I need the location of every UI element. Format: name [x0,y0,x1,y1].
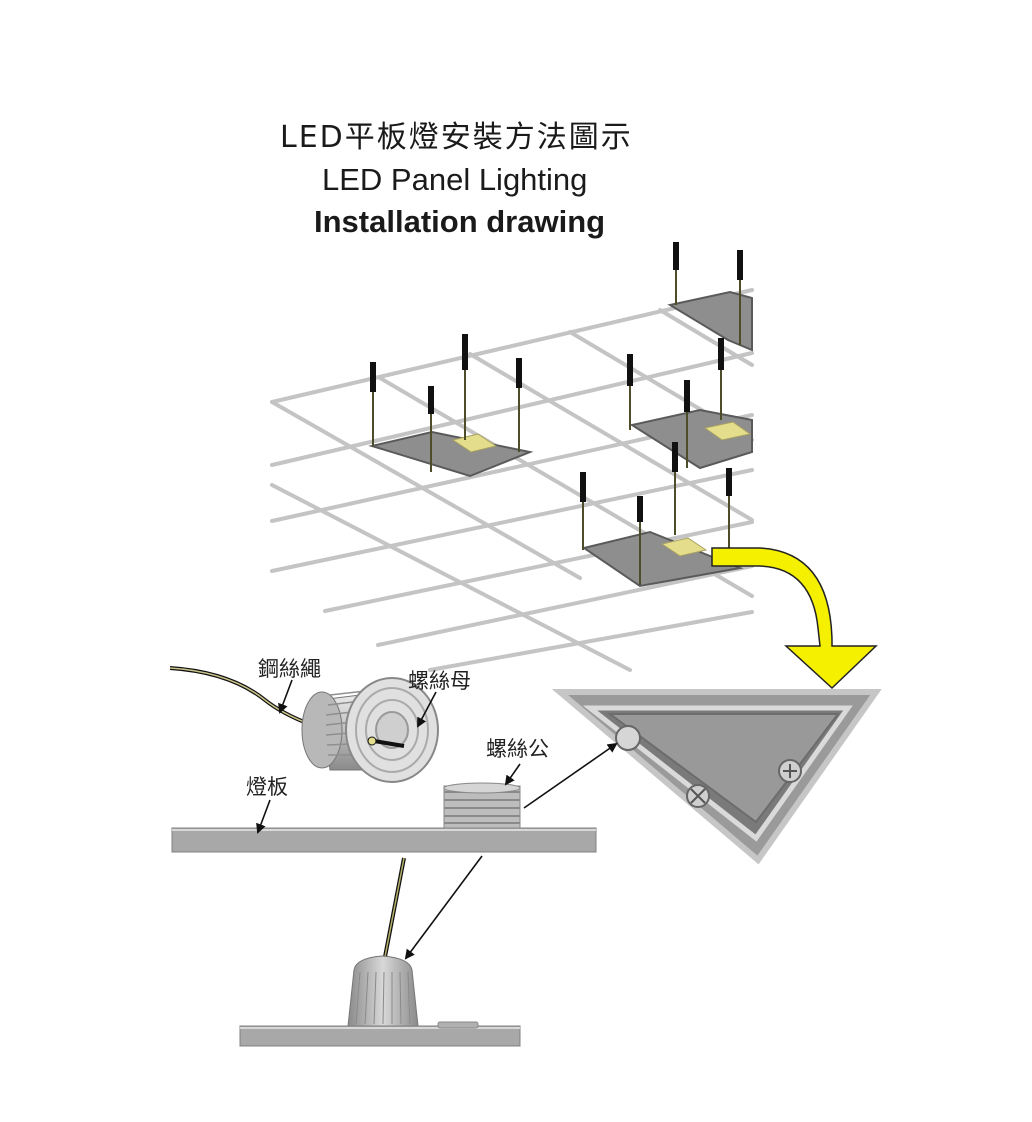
suspension-rods [370,242,743,585]
grid-rails-horizontal [270,288,754,672]
panel-middle-right [629,408,753,470]
label-nut: 螺絲母 [408,669,471,693]
label-steel-wire: 鋼絲繩 [258,657,321,681]
assembled-view [239,857,521,1047]
panel-corner-closeup [551,689,882,865]
panel-front [581,530,744,588]
zoom-arrow [711,547,878,690]
label-screw: 螺絲公 [486,737,549,761]
leader-arrows [256,679,618,960]
title-chinese: LED平板燈安裝方法圖示 [280,120,633,155]
panel-left [368,430,534,478]
title-english-line1: LED Panel Lighting [322,162,588,197]
corner-screws [615,725,802,808]
label-panel: 燈板 [246,775,288,799]
nut-cylinder [301,677,439,783]
threaded-screw [443,782,521,829]
ceiling-grid [270,242,754,672]
panel-top-right [667,290,753,352]
title-english-line2: Installation drawing [314,204,606,239]
panel-board [171,827,597,853]
